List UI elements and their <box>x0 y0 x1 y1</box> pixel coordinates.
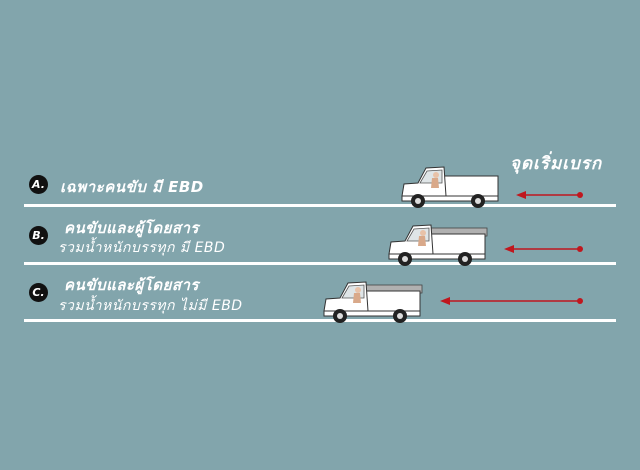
row-a-label: เฉพาะคนขับ มี EBD <box>60 178 204 196</box>
badge-a: A. <box>29 175 48 194</box>
brake-arrow-icon <box>440 297 583 305</box>
brake-arrow-icon <box>504 245 583 253</box>
pickup-truck-icon <box>389 225 487 266</box>
lane-line-b <box>24 262 616 265</box>
brake-start-heading: จุดเริ่มเบรก <box>510 154 603 174</box>
badge-b: B. <box>29 226 48 245</box>
row-b-sublabel: รวมน้ำหนักบรรทุก มี EBD <box>58 240 226 256</box>
brake-arrow-icon <box>516 191 583 199</box>
lane-line-c <box>24 319 616 322</box>
badge-c: C. <box>29 283 48 302</box>
row-c-sublabel: รวมน้ำหนักบรรทุก ไม่มี EBD <box>58 298 243 314</box>
pickup-truck-icon <box>401 166 499 209</box>
row-b-label: คนขับและผู้โดยสาร <box>64 219 199 237</box>
lane-line-a <box>24 204 616 207</box>
row-c-label: คนขับและผู้โดยสาร <box>64 276 199 294</box>
pickup-truck-icon <box>324 282 422 323</box>
